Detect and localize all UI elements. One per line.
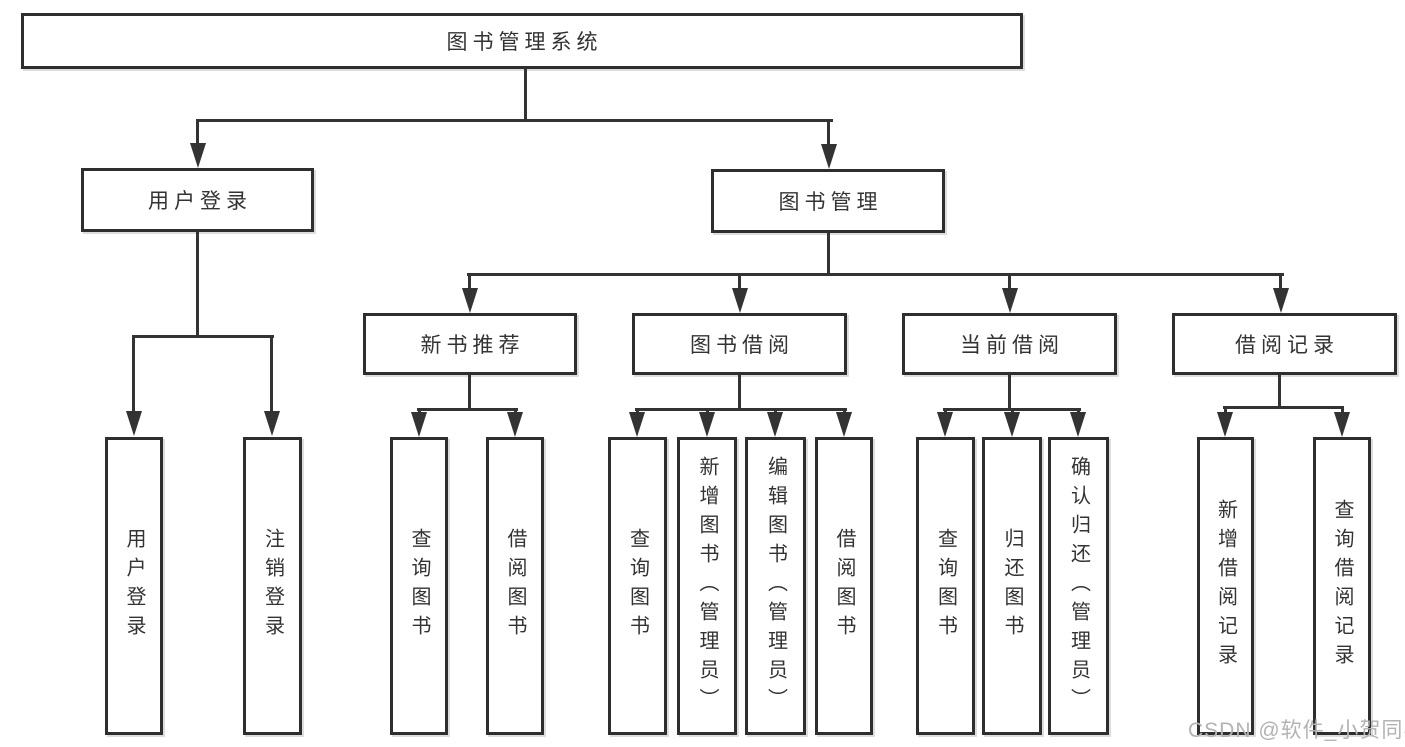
edge-new-book-line [468, 273, 471, 291]
arrow-to-cb-return [1004, 412, 1020, 437]
arrow-to-borrowing [732, 288, 748, 313]
edge-user-login-stem [196, 232, 199, 338]
arrow-to-leaf-logout [264, 411, 280, 436]
edge-user-login-line [196, 119, 199, 146]
node-new-book-recommend: 新书推荐 [363, 313, 577, 375]
leaf-bb-add-books-admin: 新增图书（管理员） [677, 437, 737, 735]
edge-new-book-hline [417, 408, 518, 411]
arrow-to-br-search [1334, 412, 1350, 437]
leaf-nb-borrow-books: 借阅图书 [486, 437, 544, 735]
leaf-bb-search-books: 查询图书 [608, 437, 667, 735]
edge-level2-hline [196, 119, 833, 122]
leaf-br-search-record-label: 查询借阅记录 [1331, 499, 1353, 673]
arrow-to-book-mgmt [821, 144, 837, 169]
arrow-to-bb-borrow [836, 412, 852, 437]
edge-borrowing-stem [738, 375, 741, 411]
node-user-login: 用户登录 [81, 168, 314, 232]
leaf-nb-search-books: 查询图书 [390, 437, 448, 735]
node-borrowing-records: 借阅记录 [1172, 313, 1397, 375]
edge-user-login-hline [132, 335, 274, 338]
node-book-borrowing: 图书借阅 [632, 313, 847, 375]
arrow-to-cb-confirm [1070, 412, 1086, 437]
node-root-label: 图书管理系统 [446, 31, 603, 54]
leaf-br-add-record: 新增借阅记录 [1197, 437, 1254, 735]
leaf-cb-search-books-label: 查询图书 [934, 528, 957, 644]
node-book-borrowing-label: 图书借阅 [690, 334, 794, 357]
node-book-management-label: 图书管理 [778, 191, 883, 214]
arrow-to-user-login [190, 143, 206, 168]
leaf-cb-confirm-return-admin-label: 确认归还（管理员） [1067, 455, 1090, 717]
arrow-to-current [1002, 288, 1018, 313]
edge-records-line [1279, 273, 1282, 291]
leaf-cb-return-books-label: 归还图书 [1001, 528, 1023, 644]
leaf-cb-confirm-return-admin: 确认归还（管理员） [1048, 437, 1109, 735]
edge-book-mgmt-line [827, 119, 830, 146]
leaf-br-search-record: 查询借阅记录 [1313, 437, 1371, 735]
arrow-to-nb-borrow [507, 412, 523, 437]
arrow-to-bb-add [699, 412, 715, 437]
edge-new-book-stem [468, 375, 471, 411]
edge-book-mgmt-stem [827, 233, 830, 276]
arrow-to-new-book [462, 288, 478, 313]
edge-br-leaf1-line [1224, 406, 1227, 416]
leaf-user-login: 用户登录 [105, 437, 163, 735]
leaf-cb-return-books: 归还图书 [982, 437, 1042, 735]
arrow-to-records [1273, 288, 1289, 313]
csdn-watermark: CSDN @软件_小贺同学 [1188, 719, 1405, 742]
leaf-logout: 注销登录 [243, 437, 302, 735]
leaf-bb-search-books-label: 查询图书 [626, 528, 649, 644]
node-user-login-label: 用户登录 [148, 190, 252, 213]
edge-br-leaf2-line [1341, 406, 1344, 416]
arrow-to-bb-edit [767, 412, 783, 437]
leaf-logout-label: 注销登录 [261, 528, 284, 644]
edge-leaf-logout-line [270, 335, 273, 413]
edge-borrowing-hline [635, 408, 847, 411]
leaf-cb-search-books: 查询图书 [916, 437, 975, 735]
leaf-bb-add-books-admin-label: 新增图书（管理员） [696, 455, 718, 717]
leaf-bb-edit-books-admin-label: 编辑图书（管理员） [764, 455, 787, 717]
edge-root-stem [524, 69, 527, 122]
leaf-bb-edit-books-admin: 编辑图书（管理员） [745, 437, 806, 735]
edge-records-stem [1278, 375, 1281, 409]
node-current-borrowing: 当前借阅 [902, 313, 1117, 375]
leaf-br-add-record-label: 新增借阅记录 [1214, 499, 1237, 673]
edge-leaf-user-login-line [132, 335, 135, 413]
edge-borrowing-line [738, 273, 741, 291]
edge-current-line [1008, 273, 1011, 291]
edge-level3-hline [467, 273, 1284, 276]
node-root: 图书管理系统 [21, 13, 1023, 69]
leaf-nb-borrow-books-label: 借阅图书 [504, 528, 526, 644]
node-borrowing-records-label: 借阅记录 [1235, 334, 1339, 357]
leaf-user-login-label: 用户登录 [123, 528, 145, 644]
node-book-management: 图书管理 [711, 169, 945, 233]
leaf-bb-borrow-books: 借阅图书 [815, 437, 873, 735]
leaf-bb-borrow-books-label: 借阅图书 [833, 528, 855, 644]
arrow-to-bb-search [629, 412, 645, 437]
arrow-to-cb-search [937, 412, 953, 437]
arrow-to-leaf-user-login [126, 411, 142, 436]
arrow-to-br-add [1217, 412, 1233, 437]
edge-current-stem [1008, 375, 1011, 411]
edge-records-hline [1223, 406, 1344, 409]
leaf-nb-search-books-label: 查询图书 [408, 528, 430, 644]
node-current-borrowing-label: 当前借阅 [960, 334, 1064, 357]
node-new-book-recommend-label: 新书推荐 [420, 334, 525, 357]
arrow-to-nb-search [411, 412, 427, 437]
